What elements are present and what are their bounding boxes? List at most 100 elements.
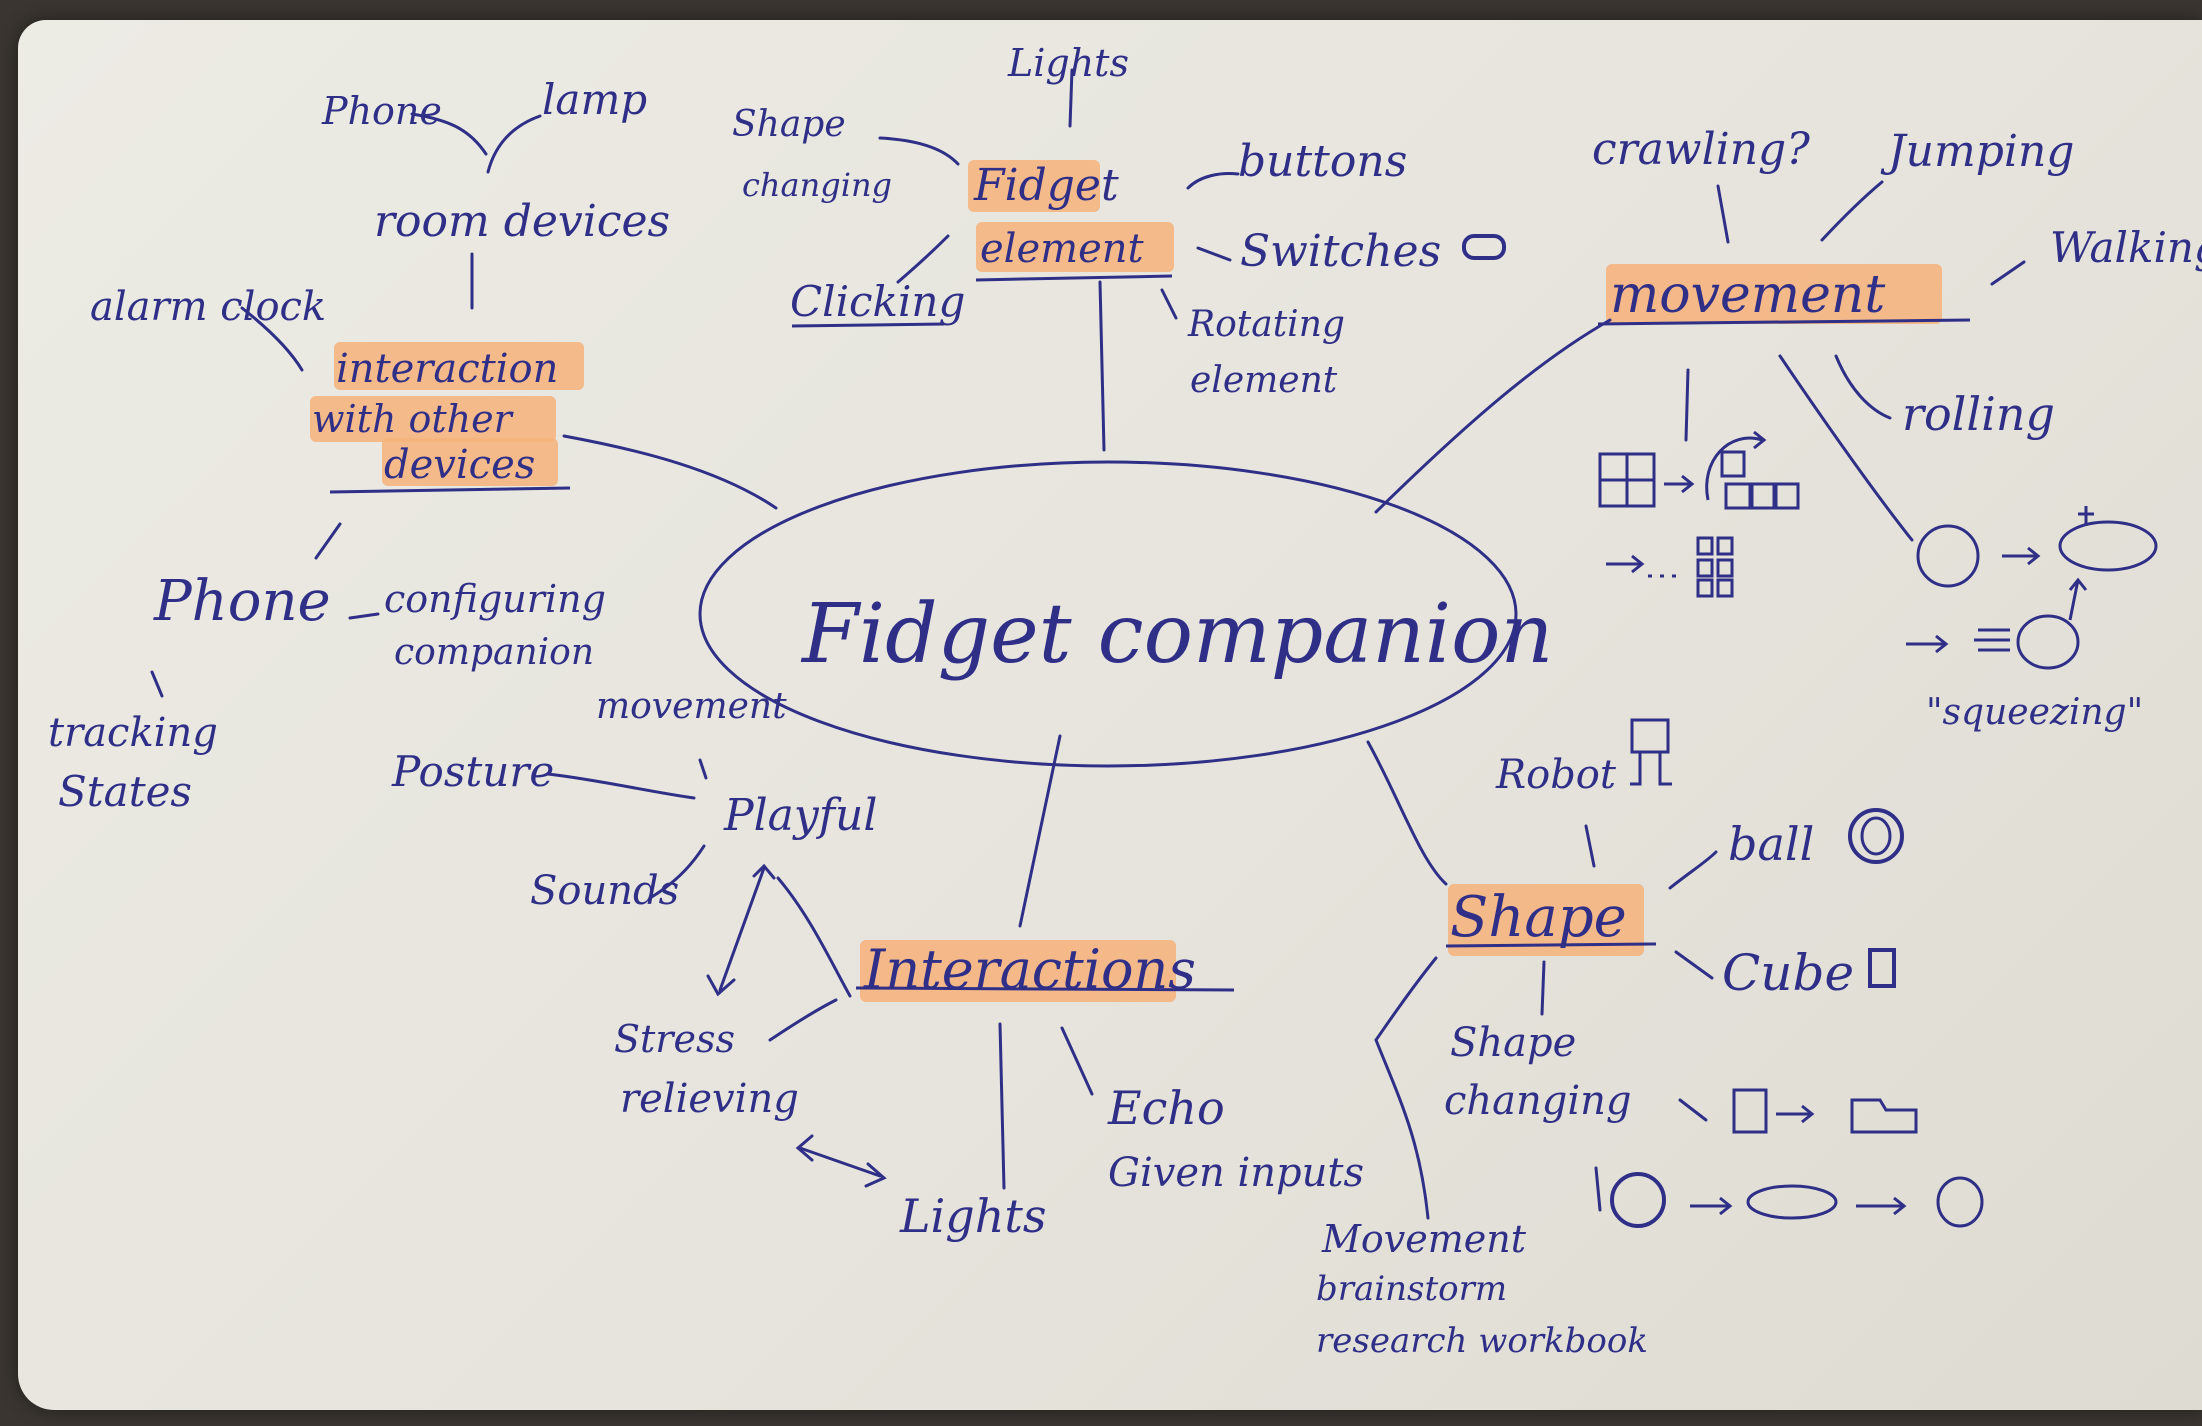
line-buttons bbox=[1186, 172, 1240, 190]
playful-movement-label: movement bbox=[596, 686, 787, 727]
line-movement-note bbox=[1374, 956, 1438, 1220]
highlight-interaction bbox=[334, 342, 584, 390]
walking-label: Walking bbox=[2050, 223, 2202, 272]
line-playful bbox=[776, 876, 852, 998]
interactions-lights-label: Lights bbox=[899, 1189, 1046, 1243]
echo-label: Echo bbox=[1107, 1081, 1225, 1135]
underline-clicking bbox=[791, 322, 945, 328]
arrow-playful-stress bbox=[718, 866, 766, 992]
center-ellipse bbox=[698, 460, 1518, 768]
line-walking bbox=[1990, 260, 2026, 286]
node-interactions: Interactions Playful movement Posture So… bbox=[391, 686, 1364, 1243]
tracking-label-2: States bbox=[58, 767, 192, 816]
line-lamp bbox=[486, 114, 542, 174]
posture-label: Posture bbox=[391, 747, 554, 796]
line-configuring bbox=[348, 612, 380, 620]
configuring-label-1: configuring bbox=[384, 577, 606, 621]
line-jumping bbox=[1820, 180, 1884, 242]
robot-label: Robot bbox=[1495, 752, 1617, 798]
line-sounds bbox=[648, 844, 706, 900]
ball-morph-icon bbox=[1610, 1172, 1666, 1228]
highlight-devices bbox=[382, 438, 558, 486]
node-fidget-element: Fidget element Lights Shape changing but… bbox=[732, 41, 1506, 401]
line-ball bbox=[1668, 850, 1718, 890]
line-lights-top bbox=[1068, 68, 1074, 128]
playful-label: Playful bbox=[723, 790, 877, 841]
sounds-label: Sounds bbox=[530, 868, 679, 914]
node-movement: movement crawling? Jumping Walking rolli… bbox=[1592, 124, 2202, 733]
robot-icon bbox=[1630, 718, 1672, 786]
connector-fidget-element bbox=[1098, 280, 1106, 452]
configuring-label-2: companion bbox=[394, 632, 594, 673]
ball-icon bbox=[1848, 808, 1904, 864]
ball-label: ball bbox=[1728, 817, 1814, 871]
interactions-title: Interactions bbox=[863, 938, 1196, 1001]
line-cube bbox=[1674, 950, 1714, 980]
underline-interactions bbox=[855, 986, 1235, 992]
flattened-ellipse-icon bbox=[2058, 520, 2158, 572]
highlight-fidget bbox=[968, 160, 1100, 212]
buttons-label: buttons bbox=[1238, 136, 1407, 187]
squeezed-circle-icon bbox=[2016, 614, 2080, 670]
line-squeeze bbox=[1778, 354, 1914, 542]
jumping-label: Jumping bbox=[1880, 126, 2074, 177]
devices-title-2: with other bbox=[312, 397, 515, 441]
highlight-interactions bbox=[860, 940, 1176, 1002]
line-posture bbox=[546, 772, 696, 800]
movement-note-1: Movement bbox=[1321, 1217, 1527, 1261]
line-alarm bbox=[240, 306, 304, 372]
tall-box-icon bbox=[1732, 1088, 1768, 1134]
crawling-label: crawling? bbox=[1592, 124, 1810, 175]
switch-icon bbox=[1462, 234, 1506, 260]
devices-title-1: interaction bbox=[336, 346, 558, 392]
fidget-lights-label: Lights bbox=[1007, 41, 1129, 85]
circle-icon bbox=[1916, 524, 1980, 588]
shape-morph-sketch bbox=[1610, 1088, 1984, 1228]
devices-title-3: devices bbox=[384, 442, 535, 488]
underline-movement bbox=[1597, 318, 1971, 326]
cube-label: Cube bbox=[1722, 944, 1854, 1002]
line-shape-changing bbox=[1540, 960, 1546, 1016]
shape-title: Shape bbox=[1450, 885, 1627, 950]
line-phone bbox=[314, 522, 342, 560]
tracking-label-1: tracking bbox=[48, 710, 218, 756]
rolling-label: rolling bbox=[1902, 387, 2055, 441]
movement-title: movement bbox=[1610, 265, 1885, 325]
arrow-icon bbox=[1664, 474, 1695, 494]
movement-note-2: brainstorm bbox=[1316, 1269, 1507, 1309]
fidget-element-title-2: element bbox=[980, 226, 1145, 272]
lamp-label: lamp bbox=[542, 75, 647, 124]
line-lights bbox=[998, 1022, 1006, 1190]
line-switches bbox=[1196, 246, 1232, 262]
flat-ellipse-icon bbox=[1746, 1184, 1838, 1220]
cube-icon bbox=[1868, 948, 1896, 988]
line-clicking bbox=[896, 234, 950, 284]
block-icon bbox=[1720, 450, 1746, 478]
clicking-label: Clicking bbox=[790, 277, 965, 326]
line-echo bbox=[1060, 1026, 1094, 1096]
highlight-movement bbox=[1606, 264, 1942, 324]
underline-devices bbox=[329, 486, 571, 494]
arrowhead-up bbox=[752, 863, 776, 880]
line-tracking bbox=[150, 670, 164, 698]
connectors bbox=[150, 68, 2026, 1220]
movement-note-3: research workbook bbox=[1316, 1321, 1648, 1361]
line-blocks bbox=[1684, 368, 1690, 442]
rotating-label-2: element bbox=[1190, 360, 1338, 401]
given-inputs-label: Given inputs bbox=[1108, 1150, 1364, 1196]
round-icon bbox=[1936, 1176, 1984, 1228]
phone-left-label: Phone bbox=[321, 89, 442, 133]
center-title: Fidget companion bbox=[800, 587, 1553, 682]
shape-changing-label-2: changing bbox=[742, 166, 892, 204]
stress-label-2: relieving bbox=[620, 1076, 799, 1122]
line-phone-left bbox=[410, 112, 488, 156]
arrow-icon-2 bbox=[1606, 554, 1645, 574]
shape-changing-shape-1: Shape bbox=[1450, 1020, 1576, 1066]
line-movement-playful bbox=[698, 758, 708, 780]
highlight-shape bbox=[1448, 884, 1644, 956]
stress-label-1: Stress bbox=[614, 1017, 735, 1061]
line-shape-morph bbox=[1678, 1098, 1708, 1122]
line-rolling bbox=[1834, 354, 1892, 420]
arrowhead-right bbox=[864, 1162, 887, 1188]
